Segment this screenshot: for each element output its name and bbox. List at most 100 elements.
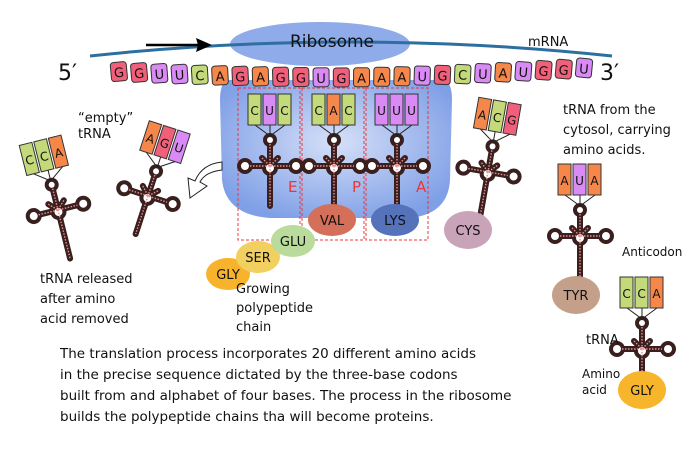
anticodon-base: [47, 134, 70, 169]
released-trna-label: tRNA released after amino acid removed: [40, 272, 133, 327]
anticodon-base: [326, 93, 341, 126]
svg-text:U: U: [265, 104, 274, 118]
amino-acid-ser: SER: [236, 241, 280, 273]
svg-text:C: C: [314, 104, 322, 118]
svg-text:SER: SER: [245, 251, 271, 266]
caption: The translation process incorporates 20 …: [60, 344, 512, 428]
svg-text:A: A: [590, 174, 599, 188]
amino-acid-tyr: TYR: [552, 276, 600, 314]
cytosol-trna-label: tRNA from the cytosol, carrying amino ac…: [563, 103, 671, 158]
ribosome-label: Ribosome: [290, 32, 375, 52]
anticodon-label: Anticodon: [622, 245, 683, 259]
svg-text:A: A: [397, 71, 406, 86]
amino-acid-gly: GLY: [206, 258, 250, 290]
svg-text:C: C: [344, 104, 352, 118]
mrna-base: G: [130, 62, 149, 83]
ribosome-small-subunit: [230, 22, 410, 66]
mrna-base: U: [574, 57, 594, 79]
mrna-base: G: [554, 58, 573, 80]
svg-text:A: A: [498, 67, 508, 83]
mrna-base: U: [514, 61, 533, 82]
caption-line: The translation process incorporates 20 …: [60, 346, 476, 362]
svg-text:GLY: GLY: [630, 384, 654, 399]
svg-text:C: C: [492, 110, 503, 125]
anticodon-base: [277, 93, 292, 126]
caption-line: built from and alphabet of four bases. T…: [60, 388, 512, 404]
anticodon-base: [487, 99, 507, 134]
svg-text:G: G: [275, 71, 285, 86]
trna-label: tRNA: [586, 333, 619, 348]
svg-text:LYS: LYS: [384, 214, 406, 229]
svg-text:G: G: [134, 67, 145, 83]
caption-line: in the precise sequence dictated by the …: [60, 367, 458, 383]
svg-text:G: G: [506, 113, 518, 128]
svg-text:GLU: GLU: [280, 235, 306, 250]
mrna-base: U: [170, 63, 189, 85]
amino-acid-glu: GLU: [271, 225, 315, 257]
svg-text:A: A: [560, 174, 569, 188]
site-label: A: [416, 178, 427, 196]
svg-text:CYS: CYS: [455, 224, 480, 239]
svg-text:TYR: TYR: [563, 289, 589, 304]
mrna-base: U: [312, 67, 330, 88]
svg-text:U: U: [578, 62, 589, 78]
five-prime-label: 5′: [58, 61, 77, 86]
svg-text:G: G: [336, 72, 346, 87]
mrna-base: U: [474, 63, 492, 84]
anticodon-base: [389, 93, 404, 126]
amino-acid-lys: LYS: [371, 204, 419, 236]
svg-text:C: C: [280, 104, 288, 118]
svg-text:G: G: [437, 69, 448, 84]
amino-acid-gly: GLY: [618, 371, 666, 409]
svg-text:U: U: [478, 68, 488, 83]
anticodon-base: [311, 93, 326, 126]
svg-text:G: G: [113, 66, 124, 82]
mrna-base: A: [251, 66, 270, 87]
svg-text:A: A: [477, 108, 488, 123]
svg-text:U: U: [575, 174, 584, 188]
empty-trna-label: “empty” tRNA: [78, 111, 134, 142]
caption-line: builds the polypeptide chains tha will b…: [60, 409, 434, 425]
svg-text:C: C: [458, 68, 468, 83]
anticodon-base: [649, 276, 664, 309]
svg-text:U: U: [154, 67, 165, 83]
svg-text:U: U: [518, 66, 529, 82]
amino-acid-val: VAL: [308, 204, 356, 236]
mrna-label: mRNA: [528, 35, 569, 50]
mrna-base: A: [353, 67, 371, 88]
svg-text:C: C: [622, 287, 630, 301]
three-prime-label: 3′: [600, 61, 619, 86]
anticodon-base: [572, 163, 587, 196]
svg-text:G: G: [158, 135, 171, 151]
svg-text:A: A: [357, 72, 366, 87]
svg-text:A: A: [329, 104, 338, 118]
svg-text:C: C: [250, 104, 258, 118]
site-label: E: [288, 178, 297, 196]
svg-text:A: A: [256, 71, 266, 86]
svg-text:C: C: [195, 69, 205, 85]
anticodon-base: [167, 129, 191, 165]
svg-text:A: A: [215, 70, 225, 85]
anticodon-base: [502, 101, 522, 136]
anticodon-base: [18, 141, 40, 177]
mrna-base: A: [373, 66, 391, 87]
svg-text:C: C: [24, 153, 36, 169]
svg-text:GLY: GLY: [216, 268, 240, 283]
svg-text:A: A: [652, 287, 661, 301]
svg-text:U: U: [316, 72, 326, 87]
svg-text:U: U: [377, 104, 386, 118]
anticodon-base: [404, 93, 419, 126]
mrna-base: A: [211, 65, 229, 86]
mrna-base: G: [332, 67, 350, 88]
svg-text:A: A: [377, 71, 386, 86]
anticodon-base: [557, 163, 572, 196]
mrna-base: A: [494, 62, 513, 83]
